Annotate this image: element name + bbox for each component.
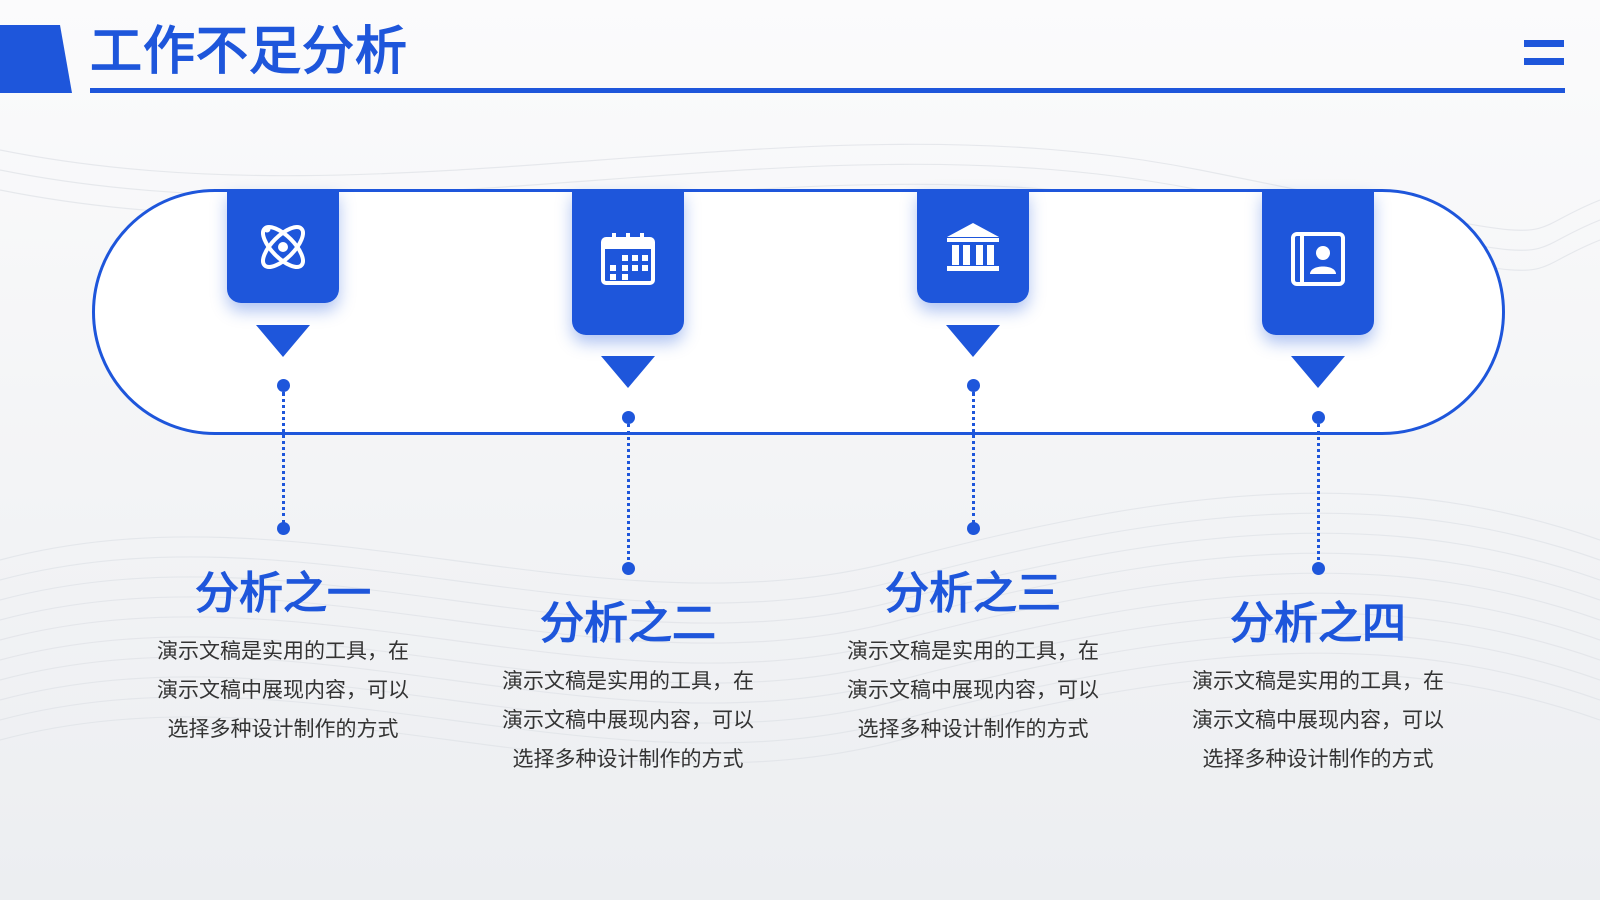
title-underline bbox=[90, 88, 1565, 93]
item-2-line-3: 选择多种设计制作的方式 bbox=[512, 747, 744, 771]
item-description-2: 演示文稿是实用的工具，在 演示文稿中展现内容，可以 选择多种设计制作的方式 bbox=[478, 662, 778, 779]
pointer-triangle-3 bbox=[946, 325, 1000, 357]
timeline-dot-bottom-2 bbox=[622, 562, 635, 575]
timeline-dot-top-1 bbox=[277, 379, 290, 392]
dotted-connector-2 bbox=[627, 424, 630, 566]
dotted-connector-4 bbox=[1317, 424, 1320, 566]
double-bar-icon[interactable] bbox=[1524, 40, 1564, 66]
dotted-connector-3 bbox=[972, 392, 975, 524]
calendar-icon bbox=[601, 233, 655, 285]
item-title-4: 分析之四 bbox=[1230, 598, 1406, 649]
card-analysis-3 bbox=[917, 189, 1029, 303]
item-description-4: 演示文稿是实用的工具，在 演示文稿中展现内容，可以 选择多种设计制作的方式 bbox=[1168, 662, 1468, 779]
item-3-line-3: 选择多种设计制作的方式 bbox=[857, 717, 1089, 741]
card-analysis-4 bbox=[1262, 189, 1374, 335]
item-4-line-2: 演示文稿中展现内容，可以 bbox=[1192, 708, 1444, 732]
card-analysis-1 bbox=[227, 189, 339, 303]
item-description-1: 演示文稿是实用的工具，在 演示文稿中展现内容，可以 选择多种设计制作的方式 bbox=[133, 632, 433, 749]
item-4-line-3: 选择多种设计制作的方式 bbox=[1202, 747, 1434, 771]
item-title-1: 分析之一 bbox=[195, 568, 371, 619]
card-analysis-2 bbox=[572, 189, 684, 335]
item-description-3: 演示文稿是实用的工具，在 演示文稿中展现内容，可以 选择多种设计制作的方式 bbox=[823, 632, 1123, 749]
timeline-dot-bottom-4 bbox=[1312, 562, 1325, 575]
bank-icon bbox=[947, 223, 999, 271]
timeline-dot-bottom-3 bbox=[967, 522, 980, 535]
contact-book-icon bbox=[1291, 232, 1345, 286]
item-2-line-1: 演示文稿是实用的工具，在 bbox=[502, 669, 754, 693]
item-3-line-2: 演示文稿中展现内容，可以 bbox=[847, 678, 1099, 702]
item-1-line-1: 演示文稿是实用的工具，在 bbox=[157, 639, 409, 663]
pointer-triangle-2 bbox=[601, 356, 655, 388]
page-title: 工作不足分析 bbox=[90, 22, 409, 82]
timeline-dot-bottom-1 bbox=[277, 522, 290, 535]
item-4-line-1: 演示文稿是实用的工具，在 bbox=[1192, 669, 1444, 693]
item-title-3: 分析之三 bbox=[885, 568, 1061, 619]
pointer-triangle-1 bbox=[256, 325, 310, 357]
item-3-line-1: 演示文稿是实用的工具，在 bbox=[847, 639, 1099, 663]
item-2-line-2: 演示文稿中展现内容，可以 bbox=[502, 708, 754, 732]
timeline-dot-top-4 bbox=[1312, 411, 1325, 424]
pointer-triangle-4 bbox=[1291, 356, 1345, 388]
header-accent-block bbox=[0, 25, 72, 93]
atom-icon bbox=[261, 225, 305, 269]
item-1-line-2: 演示文稿中展现内容，可以 bbox=[157, 678, 409, 702]
timeline-dot-top-3 bbox=[967, 379, 980, 392]
timeline-dot-top-2 bbox=[622, 411, 635, 424]
item-title-2: 分析之二 bbox=[540, 598, 716, 649]
item-1-line-3: 选择多种设计制作的方式 bbox=[167, 717, 399, 741]
dotted-connector-1 bbox=[282, 392, 285, 524]
